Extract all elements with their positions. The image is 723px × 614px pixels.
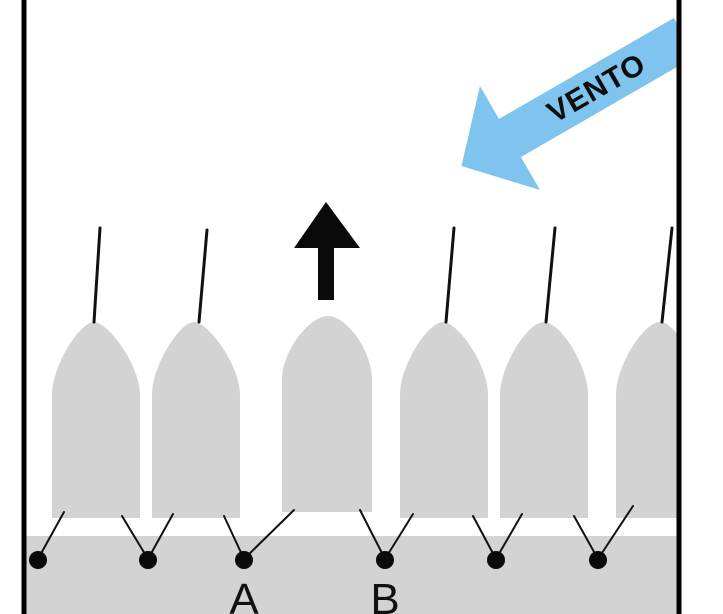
label-a: A [229,575,259,614]
mooring-line [472,515,497,560]
mooring-line [37,511,65,560]
mooring-line [495,513,523,560]
bollard [487,551,505,569]
bollard [589,551,607,569]
mooring-line [359,509,386,560]
boat-hull [152,322,240,518]
mooring-line [243,509,295,560]
bollard-b [376,551,394,569]
mast-line [444,226,456,324]
bollards [29,551,607,569]
mooring-line [147,513,174,560]
wind-arrow-shape [461,17,696,190]
bollard [29,551,47,569]
mooring-line [573,515,599,560]
bollard-a [235,551,253,569]
boat-hull [400,322,488,518]
mast-lines [92,226,674,324]
boat-hull-moving [282,316,372,512]
label-b: B [370,575,399,614]
boat-hull [500,322,588,518]
direction-arrow-up-icon [294,202,360,300]
wind-arrow-icon: VENTO [461,17,696,190]
mast-line [660,226,674,324]
bollard [139,551,157,569]
mast-line [92,226,102,324]
mooring-line [121,515,149,560]
boat-hull [52,322,140,518]
mast-line [197,228,209,324]
mast-line [544,226,557,324]
mooring-line [597,505,634,560]
boats-group [52,316,700,518]
mooring-line [384,513,414,560]
quay [24,536,680,614]
frame-mask-right [680,0,723,614]
